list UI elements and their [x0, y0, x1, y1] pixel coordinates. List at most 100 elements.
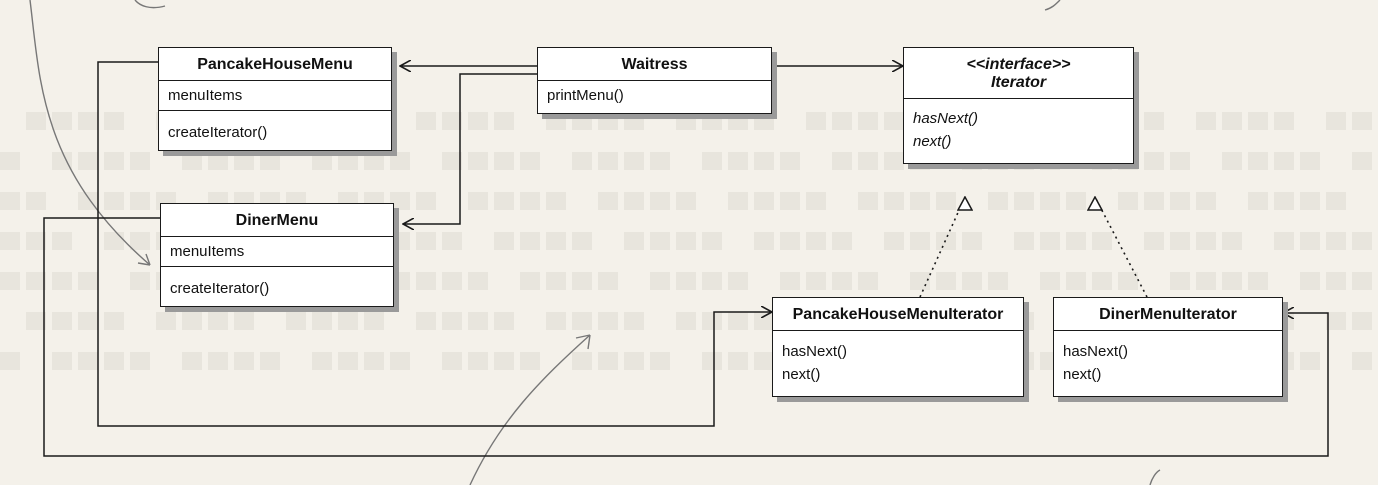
- background-texture-block: [806, 192, 826, 210]
- background-texture-block: [1248, 152, 1268, 170]
- background-texture-block: [468, 112, 488, 130]
- background-texture-block: [1196, 112, 1216, 130]
- background-texture-block: [1300, 192, 1320, 210]
- iterator-interface[interactable]: <<interface>> Iterator hasNext() next(): [903, 47, 1134, 164]
- pancake-house-menu-class[interactable]: PancakeHouseMenu menuItems createIterato…: [158, 47, 392, 151]
- background-texture-block: [676, 312, 696, 330]
- background-texture-block: [416, 312, 436, 330]
- background-texture-block: [832, 272, 852, 290]
- background-texture-block: [728, 192, 748, 210]
- background-texture-block: [728, 352, 748, 370]
- background-texture-block: [78, 112, 98, 130]
- background-texture-block: [624, 112, 644, 130]
- diner-menu-iterator-class[interactable]: DinerMenuIterator hasNext() next(): [1053, 297, 1283, 397]
- background-texture-block: [1248, 112, 1268, 130]
- background-texture-block: [416, 272, 436, 290]
- background-texture-block: [1118, 192, 1138, 210]
- background-texture-block: [390, 192, 410, 210]
- background-texture-block: [52, 232, 72, 250]
- background-texture-block: [1196, 232, 1216, 250]
- background-texture-block: [364, 312, 384, 330]
- background-texture-block: [1040, 272, 1060, 290]
- class-name: PancakeHouseMenu: [197, 56, 353, 73]
- background-texture-block: [52, 112, 72, 130]
- background-texture-block: [286, 312, 306, 330]
- background-texture-block: [338, 152, 358, 170]
- class-name: PancakeHouseMenuIterator: [792, 306, 1004, 323]
- annotation-curve-left: [29, 0, 151, 266]
- background-texture-block: [442, 232, 462, 250]
- background-texture-block: [104, 352, 124, 370]
- background-texture-block: [1144, 232, 1164, 250]
- background-texture-block: [676, 272, 696, 290]
- annotation-curve-bottom: [469, 334, 591, 485]
- waitress-to-diner-menu-arrow: [403, 73, 537, 224]
- association-lines: [43, 62, 1329, 457]
- background-texture-block: [572, 312, 592, 330]
- background-texture-block: [962, 272, 982, 290]
- class-name: Waitress: [621, 56, 688, 73]
- background-texture-block: [1326, 192, 1346, 210]
- pancake-house-menu-iterator-class[interactable]: PancakeHouseMenuIterator hasNext() next(…: [772, 297, 1024, 397]
- background-texture-block: [1248, 192, 1268, 210]
- background-texture-block: [1352, 352, 1372, 370]
- background-texture-block: [1040, 232, 1060, 250]
- background-texture-block: [624, 312, 644, 330]
- background-texture-block: [728, 272, 748, 290]
- background-texture-block: [494, 112, 514, 130]
- background-texture-block: [78, 192, 98, 210]
- background-texture-block: [1352, 112, 1372, 130]
- background-texture-block: [78, 152, 98, 170]
- background-texture-block: [598, 272, 618, 290]
- background-texture-block: [754, 192, 774, 210]
- background-texture-block: [936, 272, 956, 290]
- background-texture-block: [1040, 192, 1060, 210]
- background-texture-block: [208, 312, 228, 330]
- background-texture-block: [234, 312, 254, 330]
- background-texture-block: [1222, 232, 1242, 250]
- background-texture-block: [676, 112, 696, 130]
- background-texture-block: [130, 192, 150, 210]
- background-texture-block: [598, 352, 618, 370]
- background-texture-block: [312, 312, 332, 330]
- background-texture-block: [1300, 232, 1320, 250]
- background-texture-block: [338, 352, 358, 370]
- field-menu-items: menuItems: [170, 243, 245, 260]
- background-texture-block: [52, 312, 72, 330]
- background-texture-block: [858, 192, 878, 210]
- background-texture-block: [390, 352, 410, 370]
- background-texture-block: [0, 192, 20, 210]
- background-texture-block: [598, 152, 618, 170]
- diner-menu-class[interactable]: DinerMenu menuItems createIterator(): [160, 203, 394, 307]
- method-has-next: hasNext(): [913, 110, 979, 127]
- background-texture-block: [442, 272, 462, 290]
- background-texture-block: [0, 152, 20, 170]
- methods-section: printMenu(): [538, 80, 771, 113]
- background-texture-block: [260, 152, 280, 170]
- background-texture-block: [0, 232, 20, 250]
- waitress-class[interactable]: Waitress printMenu(): [537, 47, 772, 114]
- background-texture-block: [130, 152, 150, 170]
- background-texture-block: [442, 112, 462, 130]
- background-texture-block: [676, 232, 696, 250]
- diner-menu-to-iterator-arrow: [43, 217, 1329, 457]
- background-texture-block: [442, 312, 462, 330]
- background-texture-block: [0, 272, 20, 290]
- background-texture-block: [1066, 232, 1086, 250]
- class-name: DinerMenu: [235, 212, 319, 229]
- background-texture-block: [104, 312, 124, 330]
- background-texture-block: [1014, 192, 1034, 210]
- background-texture-block: [1170, 152, 1190, 170]
- background-texture-block: [494, 312, 514, 330]
- methods-section: createIterator(): [161, 266, 393, 306]
- background-texture-block: [26, 272, 46, 290]
- background-texture-block: [1248, 272, 1268, 290]
- background-texture-block: [0, 352, 20, 370]
- background-texture-block: [728, 152, 748, 170]
- background-texture-block: [546, 192, 566, 210]
- background-texture-block: [936, 192, 956, 210]
- background-texture-block: [208, 152, 228, 170]
- background-texture-block: [1196, 192, 1216, 210]
- background-texture-block: [546, 272, 566, 290]
- background-texture-block: [1144, 192, 1164, 210]
